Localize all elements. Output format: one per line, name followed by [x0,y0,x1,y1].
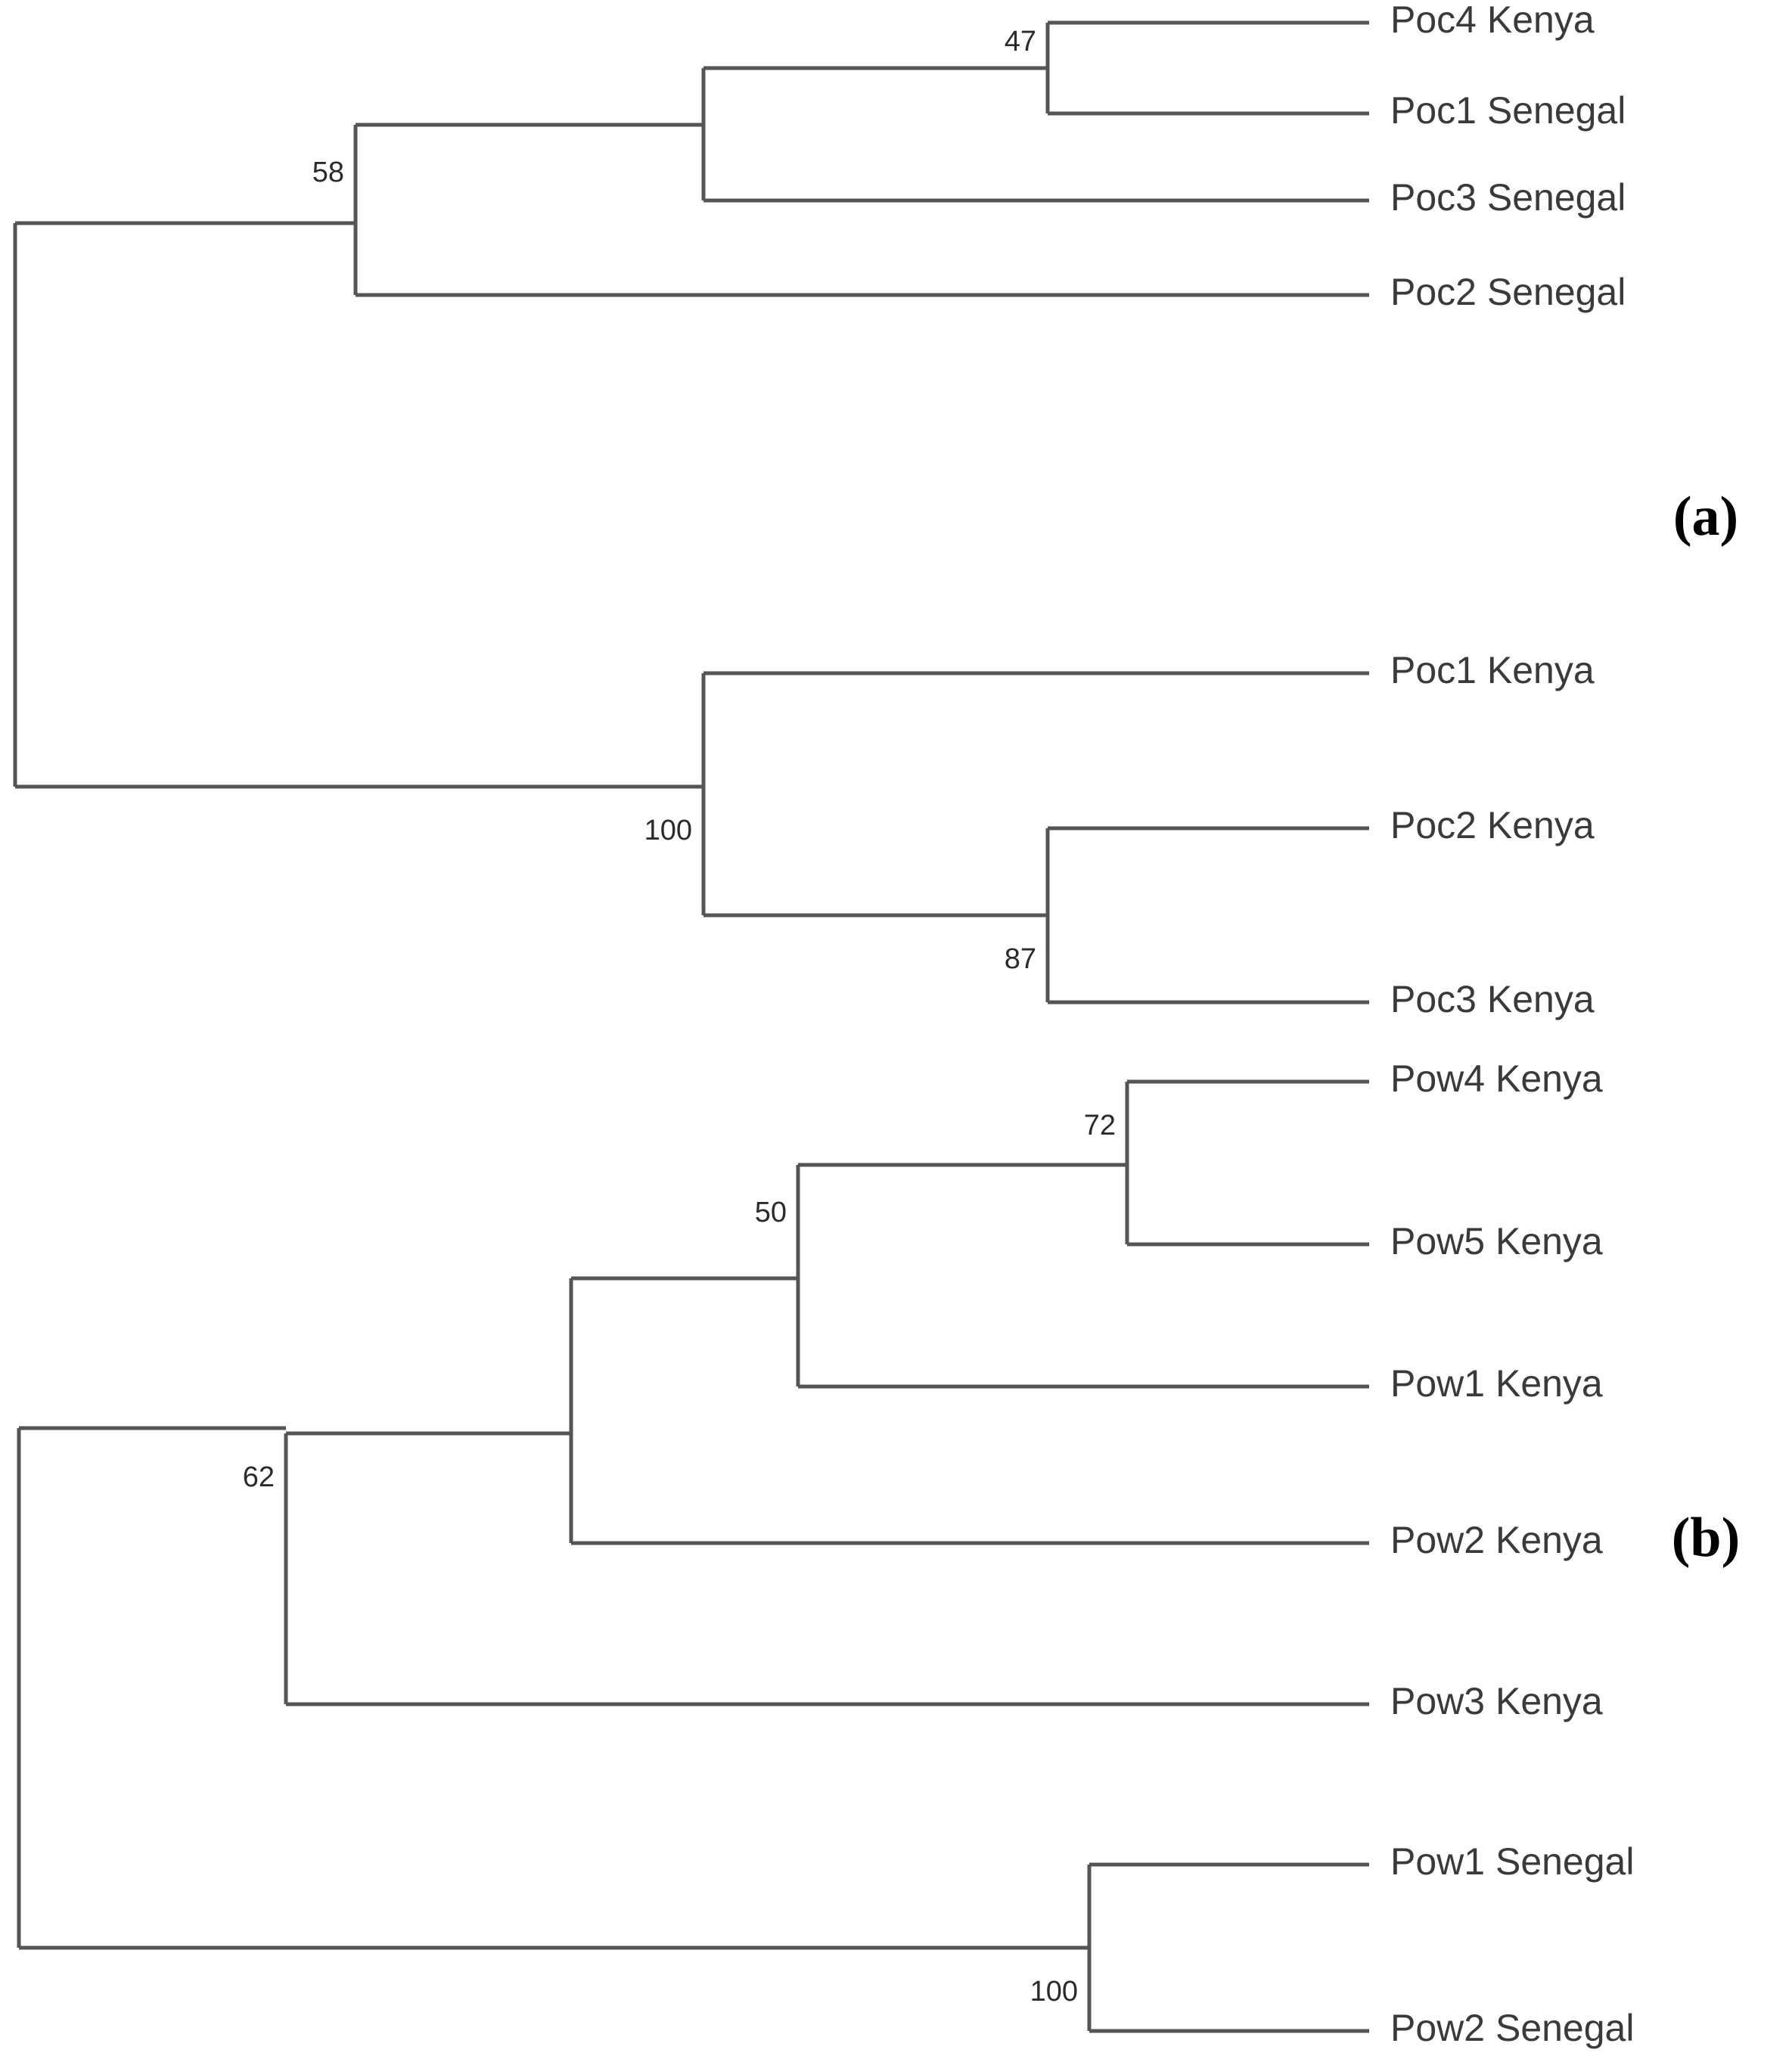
tip-label-b-5: Pow1 Senegal [1390,1840,1634,1883]
tip-label-b-1: Pow5 Kenya [1390,1220,1603,1262]
tip-label-a-0: Poc4 Kenya [1390,0,1595,41]
panel-label-a: (a) [1673,486,1738,548]
bootstrap-support-87: 87 [1005,943,1036,975]
tip-label-b-4: Pow3 Kenya [1390,1680,1603,1722]
tip-label-b-3: Pow2 Kenya [1390,1519,1603,1561]
bootstrap-support-100: 100 [1030,1976,1078,2008]
bootstrap-support-47: 47 [1005,26,1036,57]
tip-label-a-6: Poc3 Kenya [1390,978,1595,1020]
tip-label-a-3: Poc2 Senegal [1390,271,1626,313]
tip-label-b-0: Pow4 Kenya [1390,1057,1603,1100]
tip-label-a-4: Poc1 Kenya [1390,649,1595,691]
tip-label-a-1: Poc1 Senegal [1390,89,1626,132]
bootstrap-support-58: 58 [312,157,344,188]
tip-label-b-6: Pow2 Senegal [1390,2007,1634,2049]
bootstrap-support-100: 100 [644,815,692,846]
bootstrap-support-50: 50 [755,1197,787,1228]
tip-label-a-5: Poc2 Kenya [1390,804,1595,846]
tip-label-a-2: Poc3 Senegal [1390,176,1626,219]
panel-label-b: (b) [1672,1507,1740,1569]
tip-label-b-2: Pow1 Kenya [1390,1362,1603,1405]
bootstrap-support-62: 62 [243,1461,275,1493]
bootstrap-support-72: 72 [1084,1110,1116,1141]
